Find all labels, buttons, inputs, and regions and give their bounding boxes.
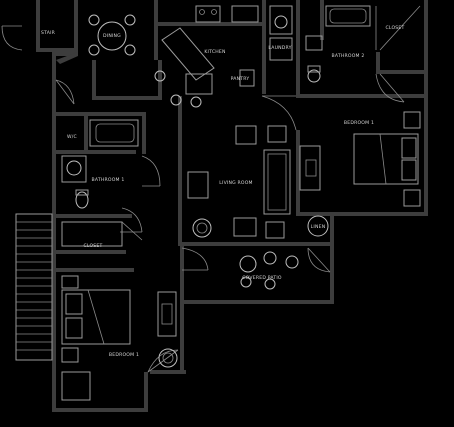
label-covered-patio: COVERED PATIO <box>242 275 282 281</box>
label-bedroom1-upper: BEDROOM 1 <box>344 120 374 126</box>
label-pantry: PANTRY <box>231 76 250 82</box>
label-bedroom1-lower: BEDROOM 1 <box>109 352 139 358</box>
label-linen: LINEN <box>311 224 326 230</box>
label-laundry: LAUNDRY <box>268 45 291 51</box>
label-wic: W/C <box>67 134 77 140</box>
label-dining: DINING <box>103 33 121 39</box>
label-closet-left: CLOSET <box>83 243 102 249</box>
fixtures <box>1 5 421 401</box>
label-living-room: LIVING ROOM <box>219 180 252 186</box>
walls <box>36 0 428 412</box>
label-closet-top-right: CLOSET <box>385 25 404 31</box>
label-stair: STAIR <box>41 30 56 36</box>
label-bathroom2: BATHROOM 2 <box>332 53 365 59</box>
room-labels: STAIR DINING KITCHEN LAUNDRY BATHROOM 2 … <box>41 25 404 358</box>
label-kitchen: KITCHEN <box>204 49 225 55</box>
label-bathroom1: BATHROOM 1 <box>92 177 125 183</box>
